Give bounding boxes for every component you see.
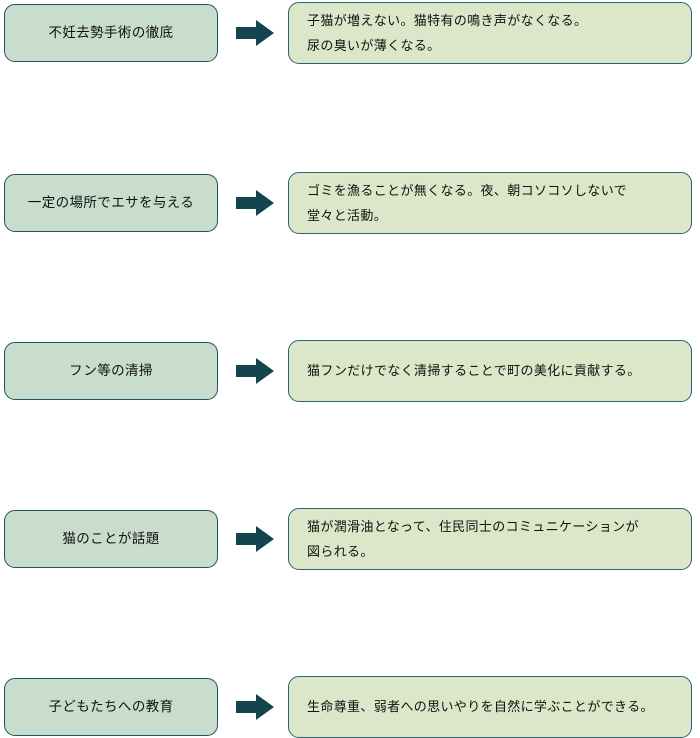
cause-label: 一定の場所でエサを与える (27, 195, 195, 211)
cause-box[interactable]: 不妊去勢手術の徹底 (4, 4, 218, 62)
arrow-container (234, 510, 276, 568)
cause-box[interactable]: 一定の場所でエサを与える (4, 174, 218, 232)
arrow-container (234, 4, 276, 62)
flow-row: 猫のことが話題 猫が潤滑油となって、住民同士のコミュニケーションが 図られる。 (0, 254, 700, 570)
cause-box[interactable]: 猫のことが話題 (4, 510, 218, 568)
effect-box[interactable]: 猫が潤滑油となって、住民同士のコミュニケーションが 図られる。 (288, 508, 692, 570)
right-arrow-icon (236, 190, 274, 216)
right-arrow-icon (236, 20, 274, 46)
effect-box[interactable]: ゴミを漁ることが無くなる。夜、朝コソコソしないで 堂々と活動。 (288, 172, 692, 234)
effect-line: 尿の臭いが薄くなる。 (307, 38, 441, 53)
effect-line: 図られる。 (307, 544, 374, 559)
cause-box[interactable]: フン等の清掃 (4, 342, 218, 400)
cause-box[interactable]: 子どもたちへの教育 (4, 678, 218, 736)
cause-label: 子どもたちへの教育 (48, 699, 174, 715)
flow-row: 子どもたちへの教育 生命尊重、弱者への思いやりを自然に学ぶことができる。 (0, 338, 700, 738)
arrow-container (234, 174, 276, 232)
effect-line: 堂々と活動。 (307, 208, 388, 223)
arrow-container (234, 678, 276, 736)
effect-line: ゴミを漁ることが無くなる。夜、朝コソコソしないで (307, 182, 628, 198)
effect-box[interactable]: 猫フンだけでなく清掃することで町の美化に貢献する。 (288, 340, 692, 402)
flow-row: 一定の場所でエサを与える ゴミを漁ることが無くなる。夜、朝コソコソしないで 堂々… (0, 86, 700, 234)
arrow-container (234, 342, 276, 400)
effect-line: 生命尊重、弱者への思いやりを自然に学ぶことができる。 (307, 699, 654, 715)
effect-box[interactable]: 子猫が増えない。猫特有の鳴き声がなくなる。 尿の臭いが薄くなる。 (288, 2, 692, 64)
flow-row: 不妊去勢手術の徹底 子猫が増えない。猫特有の鳴き声がなくなる。 尿の臭いが薄くな… (0, 2, 700, 64)
effect-box[interactable]: 生命尊重、弱者への思いやりを自然に学ぶことができる。 (288, 676, 692, 738)
effect-line: 猫フンだけでなく清掃することで町の美化に貢献する。 (307, 363, 641, 379)
cause-label: 不妊去勢手術の徹底 (48, 25, 174, 41)
effect-line: 猫が潤滑油となって、住民同士のコミュニケーションが (307, 518, 639, 534)
cause-label: フン等の清掃 (69, 363, 153, 379)
right-arrow-icon (236, 526, 274, 552)
right-arrow-icon (236, 358, 274, 384)
right-arrow-icon (236, 694, 274, 720)
flow-row: フン等の清掃 猫フンだけでなく清掃することで町の美化に貢献する。 (0, 170, 700, 402)
effect-line: 子猫が増えない。猫特有の鳴き声がなくなる。 (307, 12, 588, 28)
cause-label: 猫のことが話題 (62, 531, 160, 547)
